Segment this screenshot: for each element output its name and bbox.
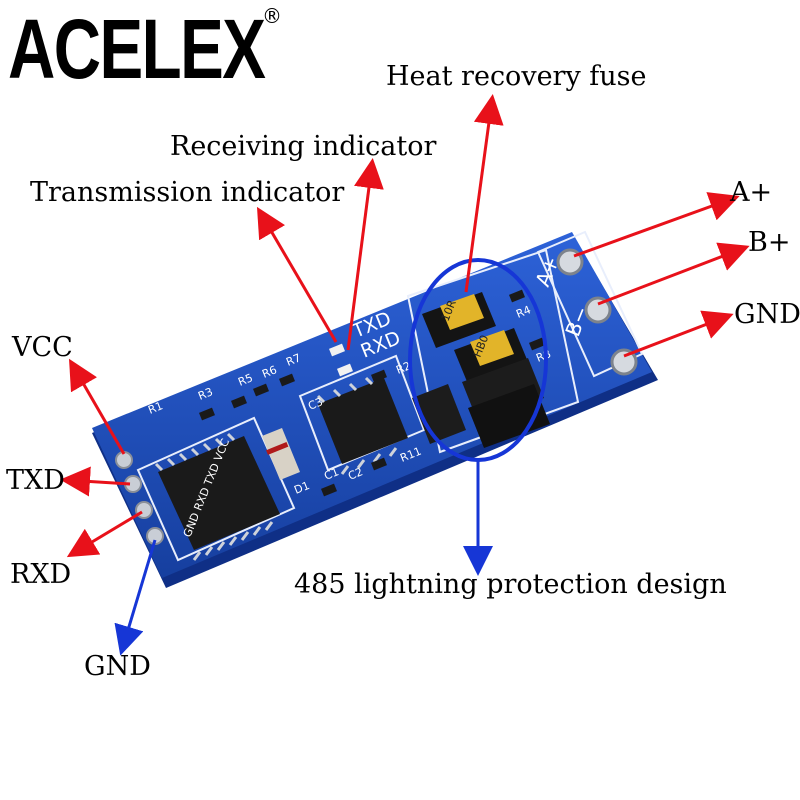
arrow-b-plus — [597, 242, 750, 306]
callout-arrows-blue — [114, 460, 493, 656]
tvs-diode-3 — [468, 384, 550, 448]
arrow-heat-fuse — [464, 94, 504, 293]
label-gnd-left: GND — [84, 651, 151, 682]
terminal-b — [584, 296, 612, 324]
fuse-1-label — [440, 294, 484, 330]
led-rxd — [337, 363, 353, 377]
passive-components — [199, 289, 545, 497]
label-transmission-indicator: Transmission indicator — [30, 177, 345, 208]
ref-d1: D1 — [292, 479, 311, 497]
ref-c2: C2 — [346, 465, 364, 483]
ref-c1: C1 — [322, 465, 340, 483]
fuse-2-label — [470, 330, 514, 366]
diode-band — [266, 442, 289, 455]
label-gnd-right: GND — [734, 299, 800, 330]
ref-c3: C3 — [306, 395, 324, 413]
ref-r4: R4 — [514, 303, 532, 321]
chip-max3485 — [158, 436, 280, 550]
arrow-gnd-left — [114, 539, 157, 656]
chip-legs — [154, 376, 398, 561]
label-vcc: VCC — [12, 332, 73, 363]
arrow-gnd-right — [623, 310, 734, 358]
arrow-receiving — [346, 158, 384, 351]
brand-logo: ACELEX — [8, 2, 266, 96]
arrow-rxd — [66, 510, 143, 558]
label-b-plus: B+ — [748, 227, 791, 258]
pin-vcc — [115, 451, 133, 469]
arrow-txd — [60, 466, 131, 497]
arrow-vcc — [68, 358, 126, 455]
registered-mark: ® — [262, 4, 282, 28]
label-a-plus: A+ — [730, 177, 773, 208]
arrow-transmission — [256, 206, 338, 343]
silk-outline-ic1 — [136, 416, 296, 562]
chip-8pin — [318, 378, 408, 464]
silk-outline-ic2 — [298, 354, 426, 472]
tvs-diode-1 — [412, 384, 466, 444]
callout-arrows-red — [60, 94, 750, 558]
ref-r7: R7 — [284, 351, 302, 369]
led-txd — [329, 343, 345, 357]
label-rxd: RXD — [10, 559, 72, 590]
label-txd: TXD — [6, 465, 65, 496]
silk-outline-terminals — [536, 230, 644, 378]
label-lightning-protection: 485 lightning protection design — [294, 569, 727, 600]
ref-r3: R3 — [196, 385, 214, 403]
arrow-a-plus — [573, 192, 740, 258]
ref-r8: R8 — [534, 347, 552, 365]
ref-r1: R1 — [146, 399, 164, 417]
label-heat-recovery-fuse: Heat recovery fuse — [386, 61, 647, 92]
diode-d1 — [262, 428, 300, 480]
pcb-board: TXD RXD A+ B− 10R HB0 GND RXD TXD VCC R1… — [92, 230, 658, 588]
label-receiving-indicator: Receiving indicator — [170, 131, 437, 162]
terminal-gnd — [610, 348, 638, 376]
ref-r6: R6 — [260, 363, 278, 381]
ref-r5: R5 — [236, 371, 254, 389]
